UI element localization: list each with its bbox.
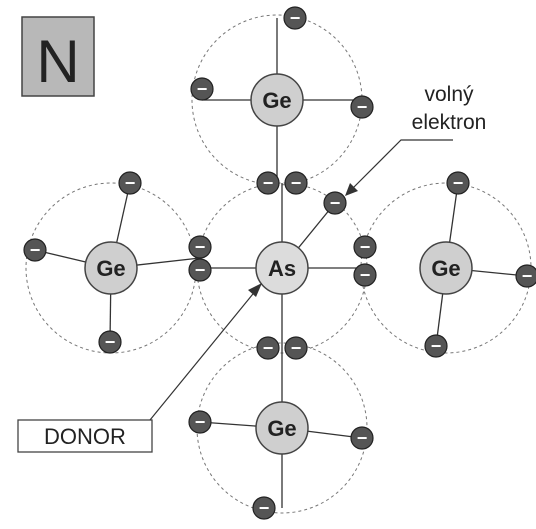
electron: −: [23, 238, 47, 262]
electron-minus-sign: −: [290, 8, 301, 28]
electron: −: [515, 264, 536, 288]
electron-minus-sign: −: [291, 173, 302, 193]
electron-minus-sign: −: [197, 79, 208, 99]
electron-minus-sign: −: [259, 498, 270, 518]
free-electron-label-line1: volný: [424, 83, 474, 106]
electron: −: [446, 171, 470, 195]
electron-minus-sign: −: [263, 173, 274, 193]
electron: −: [190, 77, 214, 101]
electron-minus-sign: −: [263, 338, 274, 358]
electron-minus-sign: −: [195, 260, 206, 280]
atom-ge-right-circle: [419, 241, 473, 295]
free-electron-arrow-line: [346, 139, 453, 195]
electron-minus-sign: −: [522, 266, 533, 286]
electron-circle: [256, 336, 280, 360]
electron-circle: [350, 426, 374, 450]
electron-circle: [252, 496, 276, 520]
electron: −: [424, 334, 448, 358]
donor-label-box: [17, 419, 153, 453]
donor-arrow-line: [149, 288, 258, 421]
electron-circle: [424, 334, 448, 358]
electron: −: [284, 336, 308, 360]
electron-circle: [284, 171, 308, 195]
n-type-badge-box: [21, 16, 95, 97]
electron-minus-sign: −: [105, 332, 116, 352]
atoms: Ge Ge As Ge Ge: [84, 73, 473, 455]
electron-minus-sign: −: [30, 240, 41, 260]
electron-circle: [515, 264, 536, 288]
n-type-badge: N: [21, 16, 95, 97]
electrons: −−−−−−−−−−−−−−−−−−−−−: [23, 6, 536, 520]
atom-ge-left: Ge: [84, 241, 138, 295]
electron: −: [350, 426, 374, 450]
electron: −: [350, 95, 374, 119]
electron-circle: [23, 238, 47, 262]
electron-circle: [446, 171, 470, 195]
atom-ge-bottom-circle: [255, 401, 309, 455]
electron-minus-sign: −: [125, 173, 136, 193]
electron: −: [353, 235, 377, 259]
electron-circle: [323, 191, 347, 215]
electron-circle: [256, 171, 280, 195]
electron-circle: [118, 171, 142, 195]
electron-minus-sign: −: [431, 336, 442, 356]
donor-annotation: DONOR: [17, 283, 262, 453]
electron: −: [353, 263, 377, 287]
electron-minus-sign: −: [360, 265, 371, 285]
electron: −: [188, 235, 212, 259]
electron-circle: [188, 258, 212, 282]
atom-as-center-label: As: [268, 256, 296, 281]
electron: −: [98, 330, 122, 354]
electron: −: [188, 410, 212, 434]
free-electron-label-line2: elektron: [412, 111, 487, 134]
atom-ge-left-circle: [84, 241, 138, 295]
donor-arrowhead: [248, 283, 262, 297]
electron-minus-sign: −: [357, 428, 368, 448]
electron-minus-sign: −: [291, 338, 302, 358]
electron-circle: [190, 77, 214, 101]
atom-ge-bottom: Ge: [255, 401, 309, 455]
atom-ge-right-label: Ge: [431, 256, 460, 281]
electron: −: [252, 496, 276, 520]
electron: −: [283, 6, 307, 30]
atom-ge-top-label: Ge: [262, 88, 291, 113]
electron-circle: [188, 410, 212, 434]
electron-minus-sign: −: [360, 237, 371, 257]
electron-circle: [283, 6, 307, 30]
electron: −: [188, 258, 212, 282]
electron-circle: [284, 336, 308, 360]
electron-minus-sign: −: [195, 237, 206, 257]
electron-circle: [188, 235, 212, 259]
electron-minus-sign: −: [357, 97, 368, 117]
electron-minus-sign: −: [453, 173, 464, 193]
atom-ge-top-circle: [250, 73, 304, 127]
electron: −: [323, 191, 347, 215]
electron-minus-sign: −: [330, 193, 341, 213]
atom-ge-left-label: Ge: [96, 256, 125, 281]
atom-ge-bottom-label: Ge: [267, 416, 296, 441]
n-type-label: N: [36, 28, 79, 95]
atom-as-center: As: [255, 241, 309, 295]
electron: −: [256, 336, 280, 360]
free-electron-arrowhead: [345, 183, 358, 196]
atom-ge-top: Ge: [250, 73, 304, 127]
electron-circle: [353, 235, 377, 259]
electron: −: [284, 171, 308, 195]
electron: −: [256, 171, 280, 195]
electron-circle: [98, 330, 122, 354]
electron-circle: [353, 263, 377, 287]
donor-label: DONOR: [44, 424, 126, 449]
electron-circle: [350, 95, 374, 119]
electron-minus-sign: −: [195, 412, 206, 432]
electron: −: [118, 171, 142, 195]
atom-ge-right: Ge: [419, 241, 473, 295]
free-electron-annotation: volný elektron: [345, 83, 486, 196]
atom-as-center-circle: [255, 241, 309, 295]
